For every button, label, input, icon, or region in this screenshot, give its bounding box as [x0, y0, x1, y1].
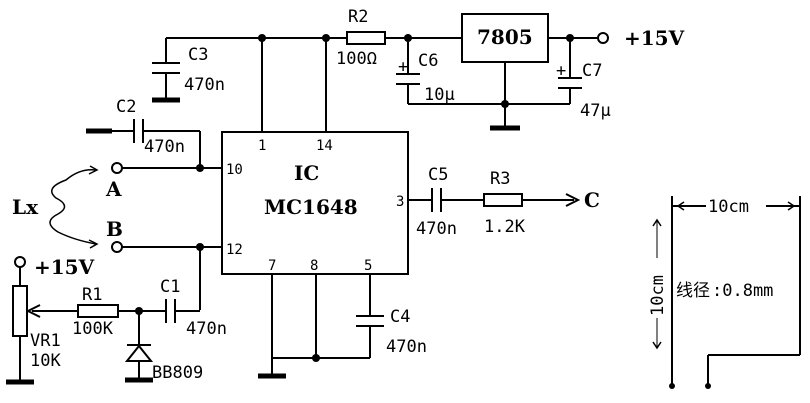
- junction: [501, 100, 509, 108]
- junction: [196, 164, 204, 172]
- coil-detail-drawing: [652, 196, 801, 384]
- junction: [404, 34, 412, 42]
- width-label-bg: [706, 196, 766, 216]
- junction: [258, 34, 266, 42]
- coil-lx-symbol: [49, 165, 99, 249]
- coil-height-label: 10cm: [648, 275, 668, 316]
- vcc-top-label: +15V: [624, 26, 685, 50]
- c1-value: 470n: [186, 319, 227, 339]
- output-wiring: [408, 188, 581, 212]
- c2-value: 470n: [144, 137, 185, 157]
- junction: [322, 34, 330, 42]
- regulator-label: 7805: [477, 25, 533, 49]
- c7-value: 47μ: [580, 101, 611, 121]
- junction: [312, 354, 320, 362]
- c4-name: C4: [390, 307, 410, 327]
- pin-1: 1: [258, 138, 266, 154]
- vr1-name: VR1: [30, 331, 61, 351]
- pin-5: 5: [364, 258, 372, 274]
- vcc-top-terminal: [597, 32, 609, 44]
- pin-7: 7: [268, 258, 276, 274]
- coil-label: Lx: [12, 195, 39, 219]
- c2-name: C2: [116, 97, 136, 117]
- terminal-b-label: B: [106, 217, 123, 241]
- terminal-a-label: A: [105, 177, 122, 201]
- r2-name: R2: [348, 7, 368, 27]
- pin-8: 8: [310, 258, 318, 274]
- c3-value: 470n: [184, 75, 225, 95]
- wire-diameter-prefix: 线径: [676, 281, 710, 301]
- ic-line1: IC: [294, 161, 319, 185]
- diode-name: BB809: [152, 363, 203, 383]
- vcc-left-label: +15V: [34, 255, 95, 279]
- capacitor-c3-symbol: [152, 62, 180, 103]
- r1-value: 100K: [72, 319, 114, 339]
- coil-width-label: 10cm: [708, 197, 749, 217]
- pin-14: 14: [316, 138, 333, 154]
- r1-name: R1: [82, 285, 102, 305]
- pin-12: 12: [226, 242, 243, 258]
- regulator-7805: [461, 13, 549, 63]
- capacitor-c6-symbol: [396, 73, 420, 92]
- pin-10: 10: [226, 162, 243, 178]
- junction: [566, 34, 574, 42]
- wire-diameter-value: :0.8mm: [712, 281, 773, 301]
- r3-name: R3: [490, 169, 510, 189]
- ic-mc1648: [221, 131, 409, 275]
- vr1-value: 10K: [30, 351, 61, 371]
- r2-value: 100Ω: [336, 49, 377, 69]
- bottom-wiring: [258, 274, 384, 379]
- tuning-network: [6, 256, 200, 385]
- c6-polarity: +: [398, 57, 408, 77]
- output-c-label: C: [584, 188, 600, 212]
- junction: [135, 307, 143, 315]
- c4-value: 470n: [386, 337, 427, 357]
- c1-name: C1: [160, 277, 180, 297]
- c5-name: C5: [428, 165, 448, 185]
- c5-value: 470n: [416, 219, 457, 239]
- c7-polarity: +: [556, 61, 566, 81]
- pin-3: 3: [396, 194, 404, 210]
- capacitor-c2-symbol: [86, 119, 201, 168]
- c3-name: C3: [188, 45, 208, 65]
- capacitor-c7-symbol: [558, 77, 582, 96]
- junction: [196, 243, 204, 251]
- c6-name: C6: [418, 51, 438, 71]
- coil-lead: [669, 383, 675, 389]
- input-wiring: [111, 162, 222, 310]
- resistor-r2-symbol: [346, 31, 386, 45]
- c7-name: C7: [582, 61, 602, 81]
- top-supply-rail: [165, 32, 609, 132]
- r3-value: 1.2K: [484, 217, 526, 237]
- ic-line2: MC1648: [264, 195, 358, 219]
- c6-value: 10μ: [424, 85, 455, 105]
- coil-lead: [705, 383, 711, 389]
